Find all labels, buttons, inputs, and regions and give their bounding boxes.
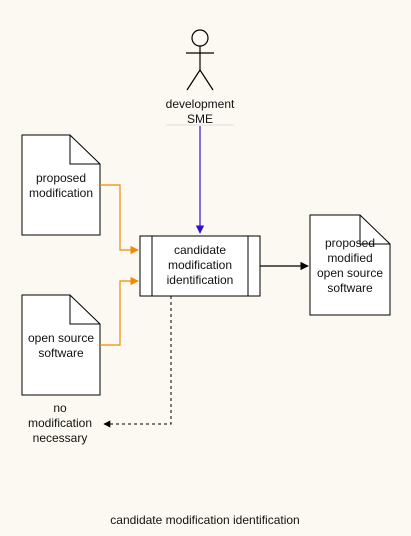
doc-proposed-modification-line1: proposed [35, 171, 87, 185]
process-label-line2: modification [167, 258, 233, 272]
edge-open-source-software-to-process [100, 276, 139, 346]
doc-proposed-modified-software-line2: modified [327, 251, 373, 265]
doc-open-source-software-fold [69, 295, 100, 325]
no-modification-line3: necessary [32, 431, 88, 445]
doc-proposed-modified-software-line1: proposed [324, 236, 376, 250]
no-modification-label: no modification necessary [20, 401, 100, 446]
doc-proposed-modified-software-line4: software [327, 281, 373, 295]
doc-open-source-software-line1: open source [27, 331, 95, 345]
doc-proposed-modified-software-shape [309, 214, 391, 316]
doc-proposed-modification-shape [21, 134, 101, 236]
process-label-line1: candidate [173, 243, 227, 257]
doc-proposed-modified-software-line3: open source [316, 266, 384, 280]
actor-figure [186, 29, 214, 91]
process-box [139, 235, 261, 297]
doc-open-source-software-line2: software [38, 346, 84, 360]
doc-proposed-modification-label: proposed modification [22, 171, 100, 201]
actor-label: development SME [150, 97, 250, 127]
doc-proposed-modified-software-label: proposed modified open source software [310, 236, 390, 296]
actor-label-line1: development [165, 97, 235, 111]
edge-proposed-modification-to-process [100, 184, 139, 255]
process-label-line3: identification [166, 273, 234, 287]
actor-label-line2: SME [186, 112, 213, 126]
doc-open-source-software-label: open source software [22, 331, 100, 361]
diagram-caption: candidate modification identification [110, 513, 300, 527]
edge-process-to-no-modification [103, 296, 172, 428]
process-label: candidate modification identification [152, 243, 248, 288]
doc-proposed-modification-line2: modification [28, 186, 94, 200]
doc-proposed-modified-software-fold [359, 215, 390, 245]
no-modification-line1: no [53, 401, 67, 415]
doc-proposed-modification-fold [69, 135, 100, 165]
no-modification-line2: modification [27, 416, 93, 430]
doc-open-source-software-shape [21, 294, 101, 396]
